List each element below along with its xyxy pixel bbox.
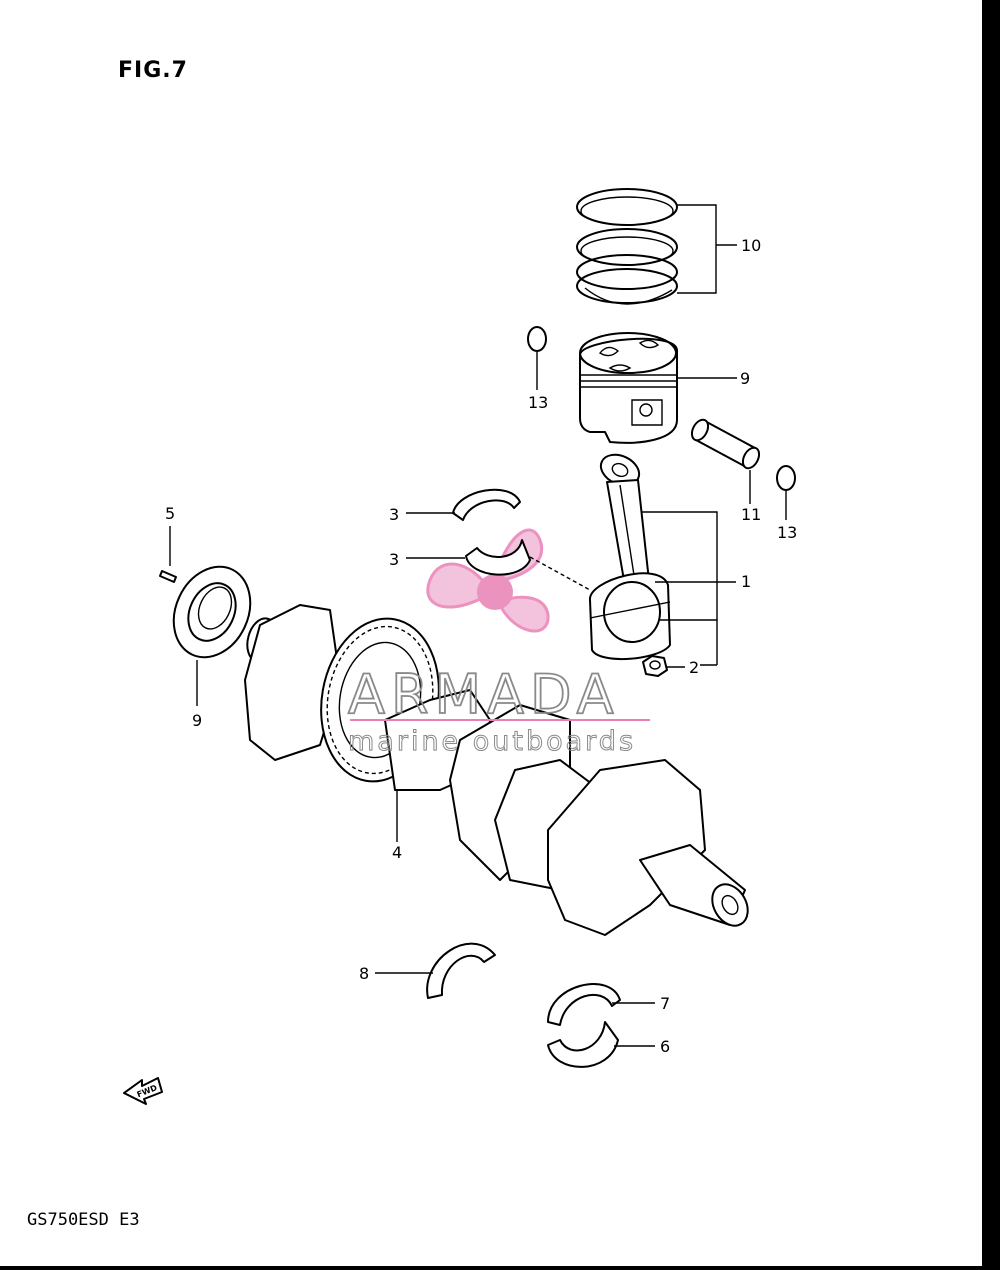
connecting-rod: [588, 453, 671, 661]
oil-seal: [172, 565, 252, 706]
piston-pin-circlip-right: [776, 465, 796, 520]
callout-9: 9: [192, 711, 202, 730]
connecting-rod-nut: [642, 655, 668, 677]
piston-pin: [690, 418, 761, 470]
main-bearing-upper: [547, 983, 621, 1026]
assembly-line-bearing: [529, 556, 591, 591]
callout-13-left: 13: [528, 393, 548, 412]
main-bearing-lower: [547, 1021, 619, 1068]
leader-11: [677, 204, 717, 294]
conrod-bearing-lower: [465, 539, 531, 576]
callout-12: 11: [741, 505, 761, 524]
watermark-tagline: marine outboards: [348, 726, 636, 757]
figure-title: FIG.7: [118, 58, 188, 83]
callout-7: 7: [660, 994, 670, 1013]
watermark-brand: ARMADA: [348, 663, 620, 726]
callout-13-right: 13: [777, 523, 797, 542]
piston: [579, 332, 678, 444]
callout-4: 4: [392, 843, 402, 862]
callout-10: 9: [740, 369, 750, 388]
callout-3-upper: 3: [389, 505, 399, 524]
callout-2: 2: [689, 658, 699, 677]
scan-border-right: [982, 0, 1000, 1270]
piston-rings: [576, 188, 678, 305]
callout-11: 10: [741, 236, 761, 255]
callout-6: 6: [660, 1037, 670, 1056]
callout-3-lower: 3: [389, 550, 399, 569]
dowel-pin: [159, 526, 177, 583]
callout-8: 8: [359, 964, 369, 983]
leader-1: [642, 511, 718, 621]
scan-border-bottom: [0, 1266, 1000, 1270]
thrust-bearing: [426, 942, 496, 999]
forward-direction-arrow: [123, 1077, 163, 1105]
callout-5: 5: [165, 504, 175, 523]
piston-pin-circlip-left: [527, 326, 547, 390]
model-code: GS750ESD E3: [27, 1210, 140, 1230]
conrod-bearing-upper: [452, 488, 521, 521]
watermark-propeller-logo: [426, 528, 550, 633]
callout-1: 1: [741, 572, 751, 591]
crankshaft: [244, 604, 749, 936]
